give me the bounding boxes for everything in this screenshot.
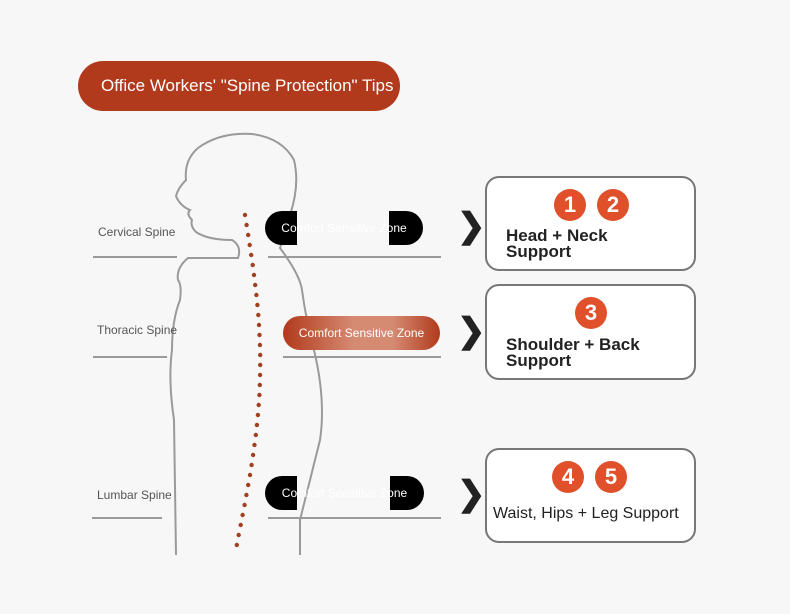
shoulder-back-support-box: 3 Shoulder + Back Support bbox=[485, 284, 696, 380]
spine-dot bbox=[242, 502, 247, 508]
spine-dot bbox=[256, 312, 261, 318]
spine-dot bbox=[254, 422, 260, 428]
spine-dot bbox=[253, 432, 258, 438]
box-subtitle: Support bbox=[506, 351, 572, 370]
spine-dot bbox=[257, 372, 263, 378]
lumbar-zone-pill: Comfort Sensitive Zone bbox=[265, 476, 424, 510]
spine-dot bbox=[256, 322, 262, 328]
title-banner: Office Workers' "Spine Protection" Tips bbox=[78, 61, 400, 111]
spine-dot bbox=[236, 532, 241, 538]
spine-dot bbox=[247, 472, 253, 478]
spine-dot bbox=[257, 342, 263, 348]
spine-dot bbox=[253, 282, 258, 288]
spine-dot bbox=[238, 522, 243, 528]
thoracic-zone-line bbox=[283, 356, 441, 358]
lumbar-label-line bbox=[92, 517, 162, 519]
title-text: Office Workers' "Spine Protection" Tips bbox=[101, 76, 394, 95]
spine-dot bbox=[244, 492, 249, 498]
chevron-right-icon: ❯ bbox=[457, 312, 486, 350]
box-subtitle: Support bbox=[506, 242, 572, 261]
thoracic-zone-text: Comfort Sensitive Zone bbox=[298, 326, 425, 340]
thoracic-label-line bbox=[93, 356, 167, 358]
spine-dot bbox=[250, 262, 255, 268]
cervical-zone-line bbox=[268, 256, 441, 258]
head-neck-support-box: 1 2 Head + Neck Support bbox=[485, 176, 696, 271]
badge-number: 5 bbox=[595, 461, 627, 493]
lumbar-zone-line bbox=[268, 517, 441, 519]
badge-number: 1 bbox=[554, 189, 586, 221]
spine-dot bbox=[252, 442, 257, 448]
spine-dot bbox=[256, 402, 261, 408]
spine-dot bbox=[254, 292, 259, 298]
spine-dot bbox=[255, 302, 260, 308]
spine-dot bbox=[234, 542, 239, 548]
box-title: Head + Neck bbox=[506, 226, 608, 245]
spine-dot bbox=[258, 352, 263, 358]
cervical-label-line bbox=[93, 256, 177, 258]
spine-dot bbox=[249, 252, 254, 258]
spine-dot bbox=[244, 222, 249, 228]
spine-dot bbox=[247, 242, 252, 248]
spine-dot bbox=[257, 392, 262, 398]
spine-dot bbox=[242, 212, 248, 218]
spine-dot bbox=[251, 272, 257, 278]
box-title: Waist, Hips + Leg Support bbox=[493, 505, 679, 522]
thoracic-spine-label: Thoracic Spine bbox=[97, 323, 178, 337]
spine-dot bbox=[258, 362, 263, 368]
badge-number: 2 bbox=[597, 189, 629, 221]
spine-dot bbox=[257, 332, 262, 338]
box-title: Shoulder + Back bbox=[506, 335, 640, 354]
badge-number: 4 bbox=[552, 461, 584, 493]
body-outline bbox=[169, 132, 323, 556]
spine-dot bbox=[255, 412, 261, 418]
chevron-right-icon: ❯ bbox=[457, 207, 486, 245]
lumbar-zone-text: Comfort Sensitive Zone bbox=[281, 486, 408, 500]
spine-dot bbox=[249, 462, 254, 468]
badge-number: 3 bbox=[575, 297, 607, 329]
spine-dot bbox=[246, 482, 251, 488]
thoracic-zone-pill: Comfort Sensitive Zone bbox=[283, 316, 440, 350]
spine-dot bbox=[250, 452, 256, 458]
spine-dots bbox=[234, 212, 263, 548]
chevron-right-icon: ❯ bbox=[457, 475, 486, 513]
waist-hips-leg-support-box: 4 5 Waist, Hips + Leg Support bbox=[485, 448, 696, 543]
cervical-spine-label: Cervical Spine bbox=[98, 225, 176, 239]
cervical-zone-text: Comfort Sensitive Zone bbox=[281, 221, 407, 235]
spine-dot bbox=[246, 232, 251, 238]
spine-dot bbox=[257, 382, 262, 388]
lumbar-spine-label: Lumbar Spine bbox=[97, 488, 172, 502]
cervical-zone-pill: Comfort Sensitive Zone bbox=[265, 211, 423, 245]
spine-dot bbox=[240, 512, 245, 518]
